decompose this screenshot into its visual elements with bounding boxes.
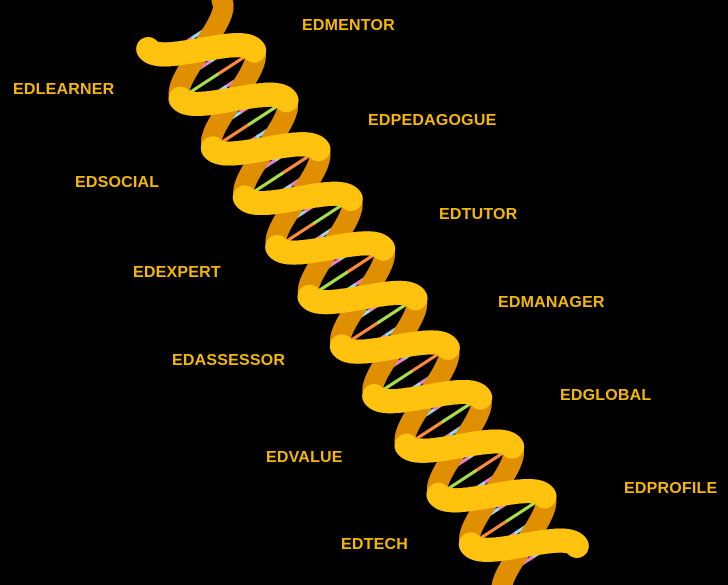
label-edvalue: EDVALUE	[266, 449, 343, 466]
label-edtech: EDTECH	[341, 536, 408, 553]
label-edglobal: EDGLOBAL	[560, 387, 652, 404]
label-edpedagogue: EDPEDAGOGUE	[368, 112, 497, 129]
helix-front-strand	[136, 33, 589, 562]
label-edlearner: EDLEARNER	[13, 81, 115, 98]
label-edprofile: EDPROFILE	[624, 480, 718, 497]
label-edassessor: EDASSESSOR	[172, 352, 286, 369]
label-edmanager: EDMANAGER	[498, 294, 605, 311]
label-edexpert: EDEXPERT	[133, 264, 221, 281]
label-edtutor: EDTUTOR	[439, 206, 518, 223]
label-edsocial: EDSOCIAL	[75, 174, 160, 191]
label-edmentor: EDMENTOR	[302, 17, 395, 34]
